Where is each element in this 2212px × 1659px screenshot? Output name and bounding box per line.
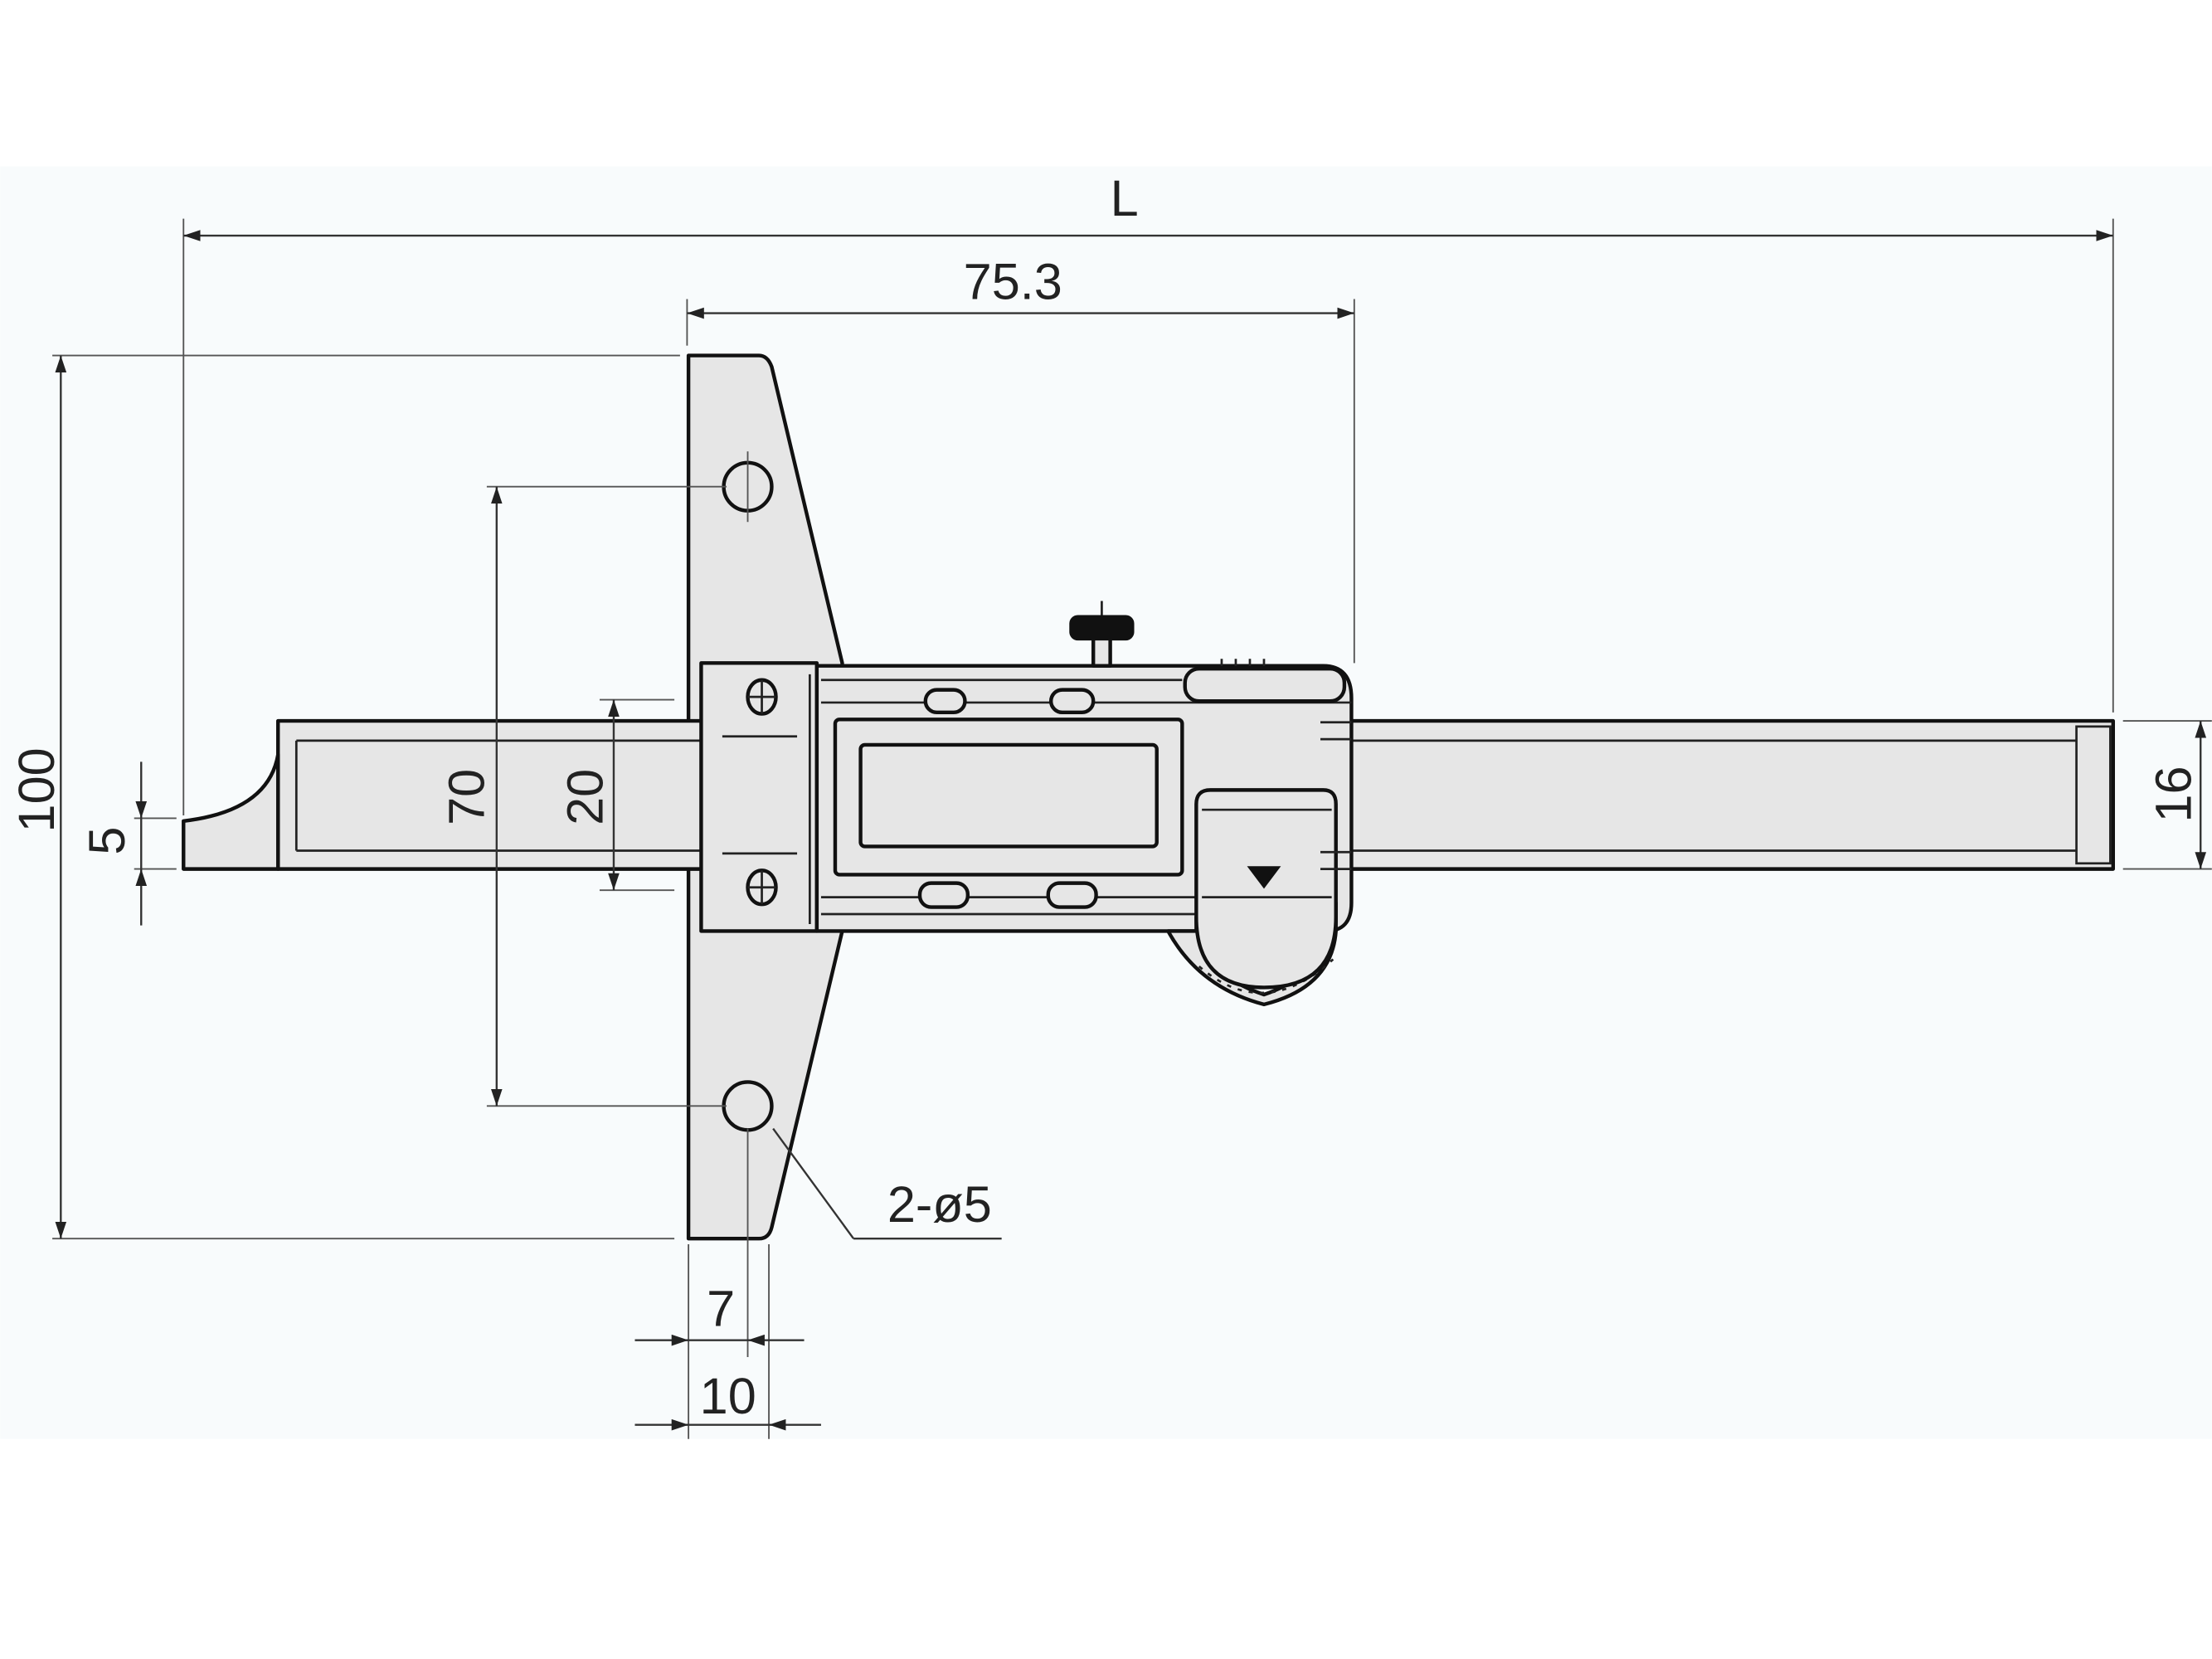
svg-text:20: 20 [557, 769, 613, 825]
dimension-hook-height: 5 [79, 761, 177, 926]
svg-text:L: L [1111, 170, 1139, 226]
svg-text:70: 70 [439, 769, 495, 825]
dimension-base-thickness: 10 [634, 1368, 821, 1431]
dimension-L: L [182, 170, 2114, 815]
lcd-screen [858, 742, 1159, 849]
button-icon [917, 881, 970, 909]
down-arrow-icon [1247, 866, 1281, 889]
svg-text:16: 16 [2145, 766, 2201, 822]
dimension-hole-pitch: 70 [439, 485, 727, 1107]
svg-text:75.3: 75.3 [964, 254, 1062, 310]
svg-text:7: 7 [707, 1281, 735, 1337]
thumb-pocket [1194, 788, 1338, 990]
dimension-hole-offset: 7 [634, 1128, 805, 1439]
screw-icon [746, 678, 778, 716]
dimension-beam-width: 16 [2122, 720, 2212, 870]
svg-text:5: 5 [79, 827, 135, 855]
dimension-base-height: 100 [8, 354, 680, 1240]
knurl-top-icon [1220, 659, 1266, 666]
display-unit [808, 601, 1354, 1007]
svg-text:2-ø5: 2-ø5 [887, 1176, 992, 1233]
dimension-beam-slot: 20 [557, 698, 675, 892]
button-icon [923, 688, 967, 715]
screw-icon [746, 868, 778, 907]
dimension-slider-length: 75.3 [686, 254, 1355, 664]
lock-screw-icon [1069, 601, 1135, 668]
head-block [699, 661, 819, 933]
upper-button [1183, 666, 1347, 703]
beam-hook [182, 752, 280, 871]
hole-callout: 2-ø5 [772, 1127, 1002, 1240]
button-icon [1046, 881, 1098, 909]
svg-text:100: 100 [8, 747, 65, 832]
svg-text:10: 10 [700, 1368, 756, 1424]
button-icon [1048, 688, 1096, 715]
